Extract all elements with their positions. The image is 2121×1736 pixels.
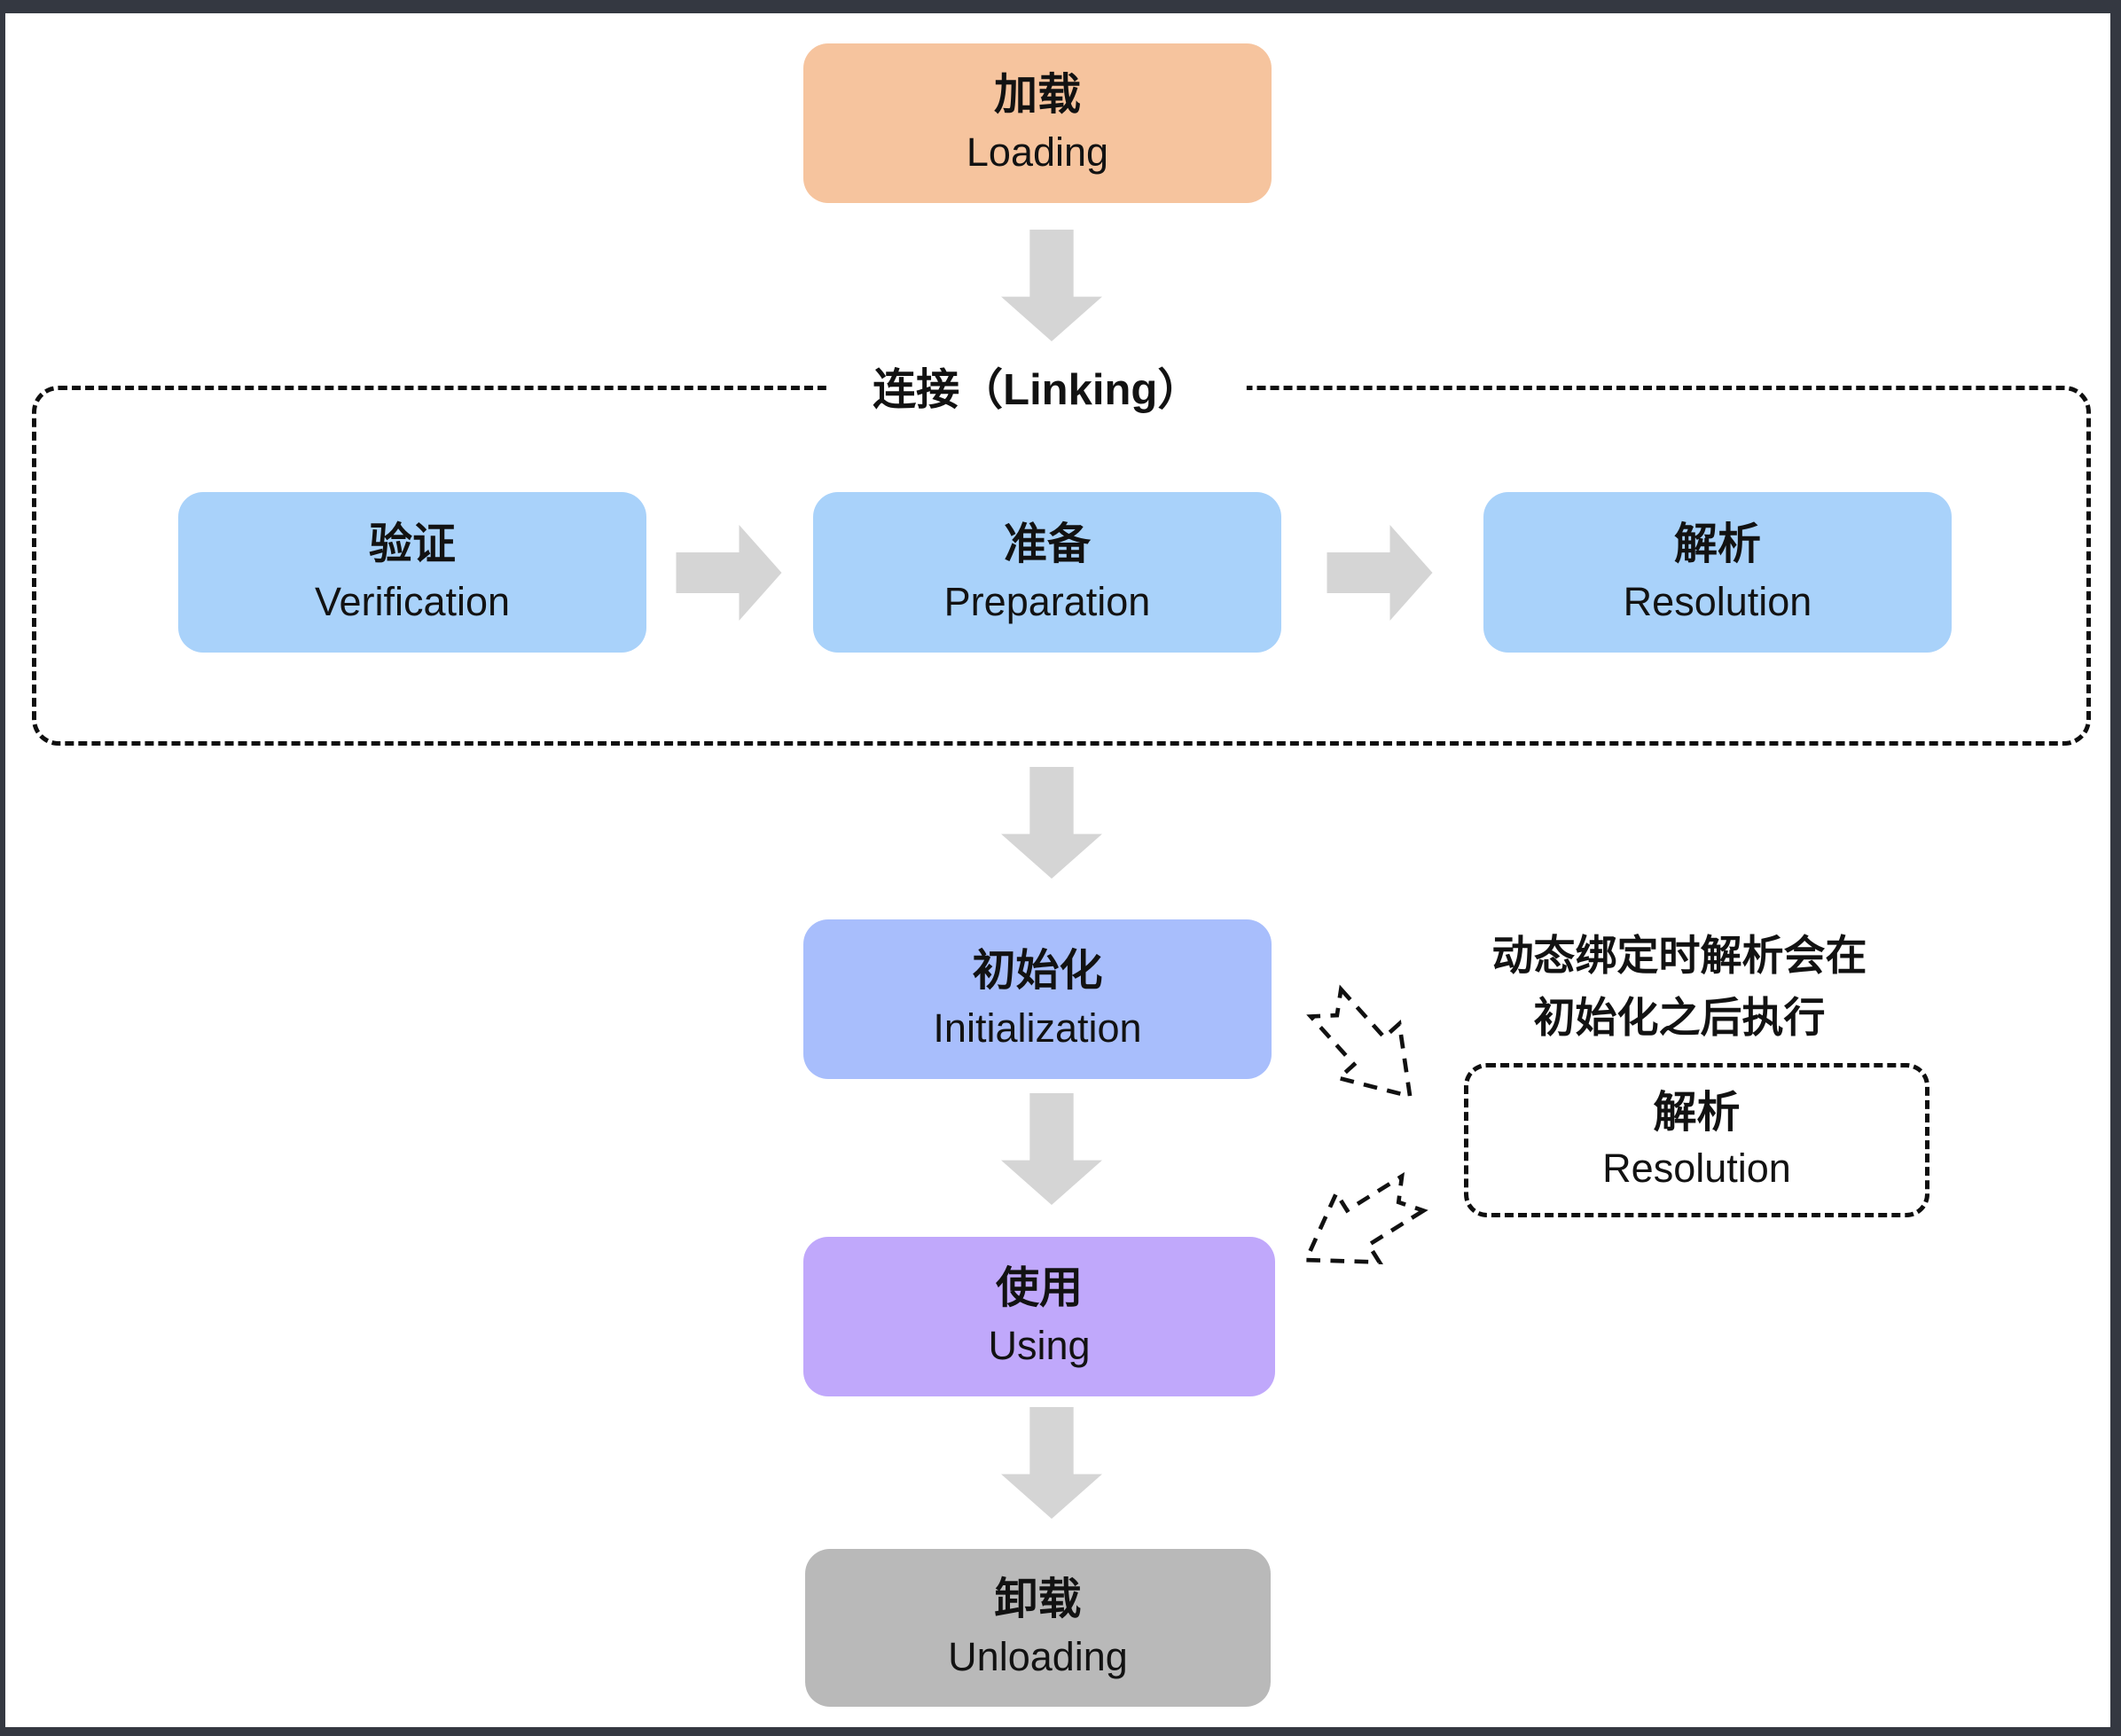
flow-arrow-down-icon (1001, 1093, 1102, 1205)
node-preparation: 准备 Preparation (813, 492, 1281, 653)
flow-arrow-right-icon (676, 525, 782, 621)
node-verification-label-en: Verification (314, 578, 511, 624)
linking-group-label: 连接（Linking） (826, 357, 1248, 423)
node-loading: 加载 Loading (803, 43, 1272, 203)
node-preparation-label-en: Preparation (943, 578, 1151, 624)
node-dashed-resolution-label-zh: 解析 (1653, 1089, 1741, 1138)
node-resolution-label-zh: 解析 (1673, 520, 1761, 568)
dynamic-binding-note: 动态绑定时解析会在 初始化之后执行 (1458, 925, 1901, 1049)
node-resolution: 解析 Resolution (1483, 492, 1952, 653)
node-preparation-label-zh: 准备 (1003, 520, 1091, 568)
node-using-label-en: Using (988, 1323, 1091, 1369)
node-resolution-label-en: Resolution (1623, 578, 1812, 624)
node-initialization-label-en: Initialization (933, 1005, 1142, 1052)
node-unloading: 卸载 Unloading (805, 1549, 1271, 1707)
dynamic-binding-note-line1: 动态绑定时解析会在 (1491, 932, 1867, 979)
node-verification-label-zh: 验证 (368, 520, 456, 568)
node-unloading-label-en: Unloading (948, 1634, 1128, 1680)
linking-group: 连接（Linking） 验证 Verification 准备 Preparati… (32, 357, 2091, 746)
flow-arrow-down-icon (1001, 767, 1102, 879)
dashed-arrow-down-left-icon (1277, 1151, 1444, 1302)
node-loading-label-en: Loading (966, 129, 1109, 176)
node-loading-label-zh: 加载 (993, 71, 1081, 120)
node-initialization-label-zh: 初始化 (972, 947, 1103, 996)
node-using: 使用 Using (803, 1237, 1275, 1396)
dynamic-binding-note-line2: 初始化之后执行 (1533, 994, 1826, 1041)
dashed-arrow-down-right-icon (1287, 966, 1447, 1131)
flow-arrow-down-icon (1001, 230, 1102, 341)
node-dashed-resolution: 解析 Resolution (1464, 1063, 1929, 1217)
node-unloading-label-zh: 卸载 (994, 1576, 1082, 1624)
flow-arrow-down-icon (1001, 1407, 1102, 1519)
node-initialization: 初始化 Initialization (803, 919, 1272, 1079)
node-dashed-resolution-label-en: Resolution (1602, 1146, 1791, 1192)
flow-arrow-right-icon (1327, 525, 1433, 621)
node-verification: 验证 Verification (178, 492, 646, 653)
node-using-label-zh: 使用 (995, 1264, 1083, 1313)
diagram-canvas: 加载 Loading 连接（Linking） 验证 Verification 准… (5, 13, 2110, 1727)
